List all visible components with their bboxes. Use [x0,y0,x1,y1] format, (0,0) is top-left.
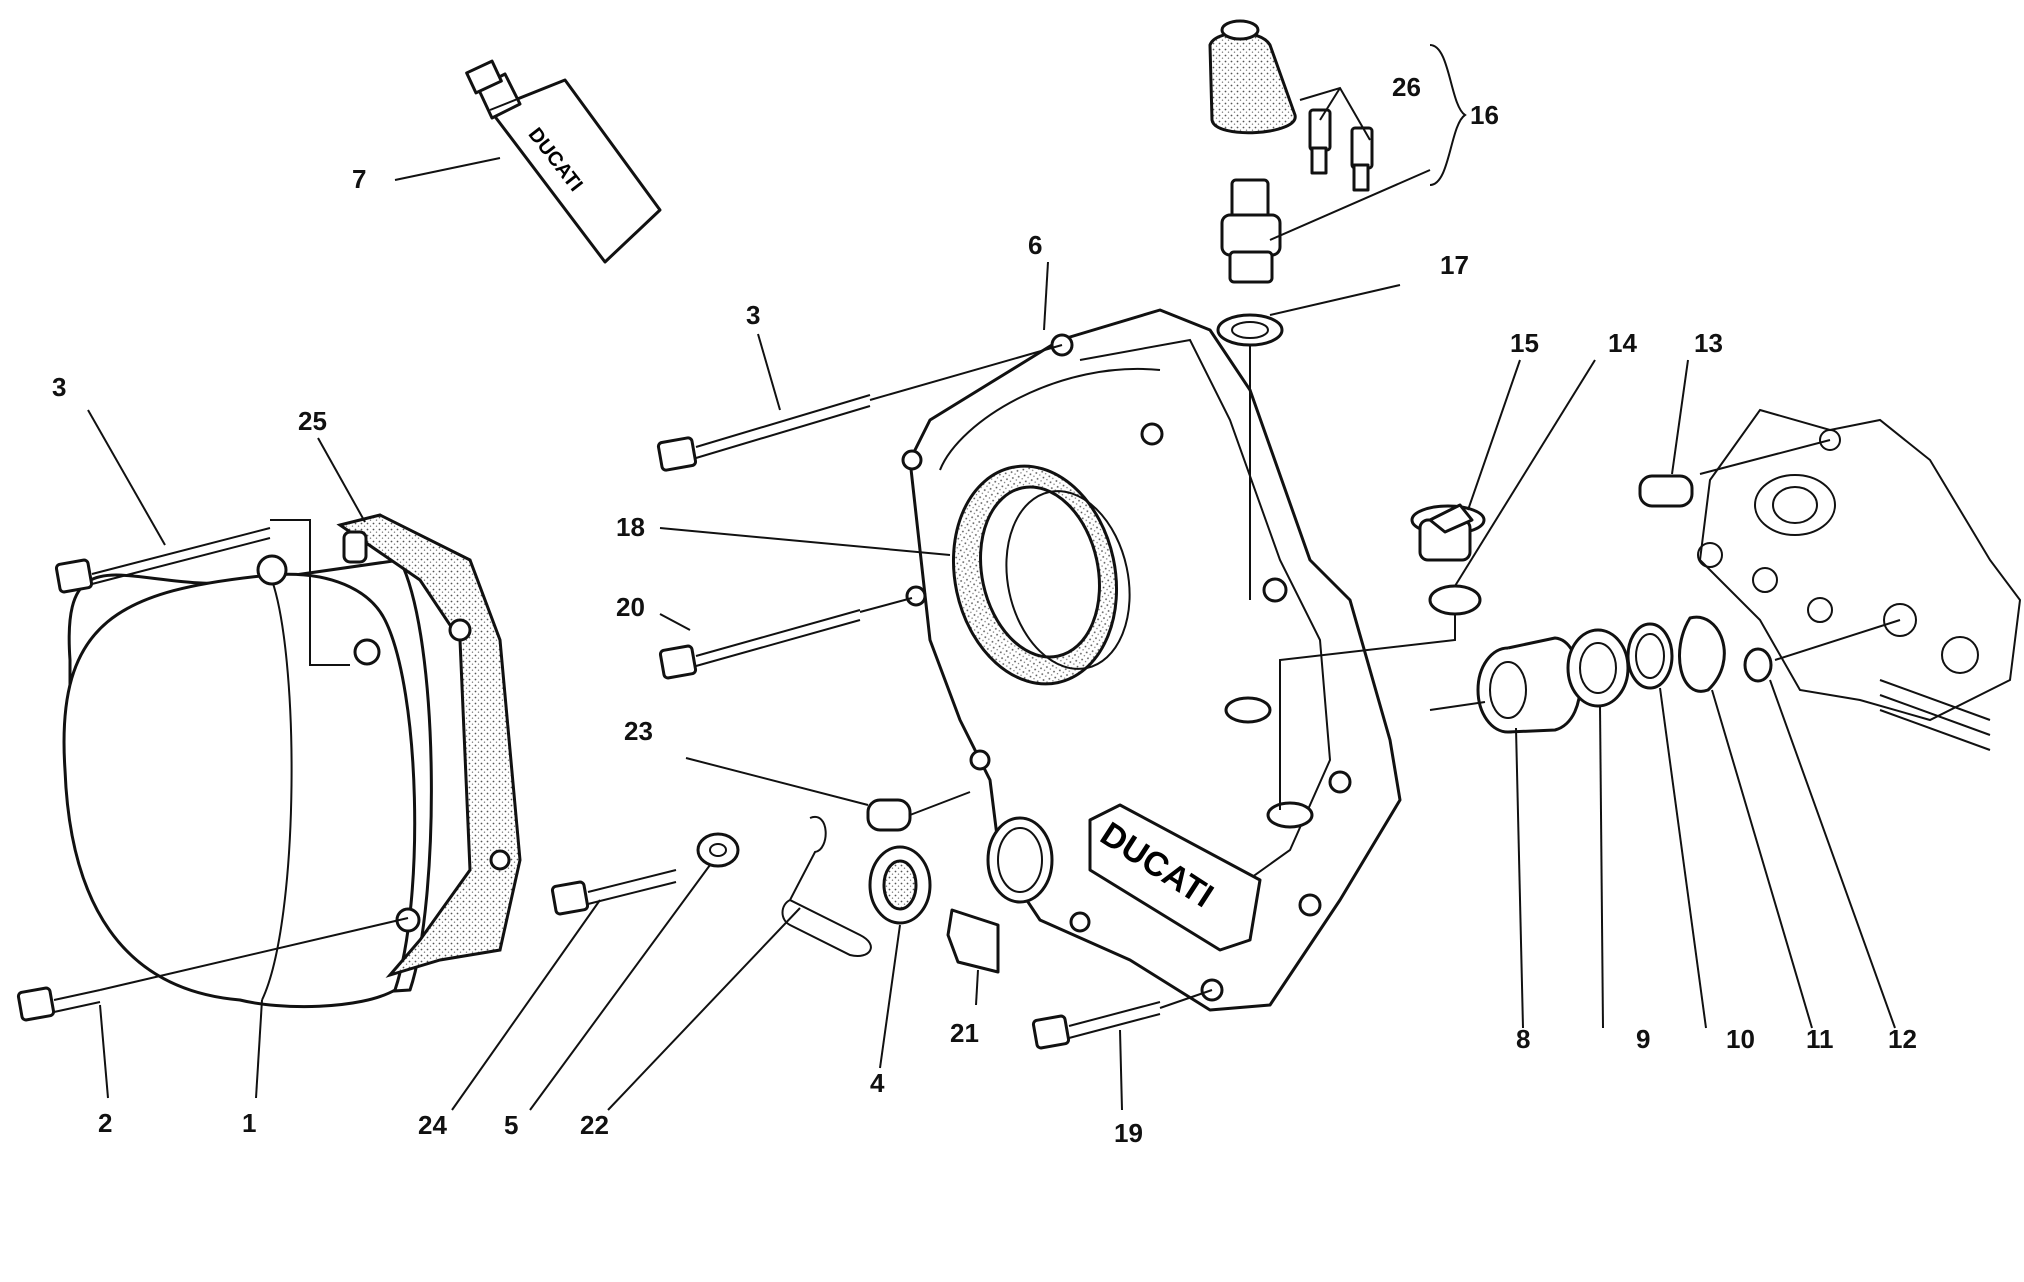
callout-25: 25 [298,406,327,436]
callout-26: 26 [1392,72,1421,102]
callout-14: 14 [1608,328,1637,358]
callout-19: 19 [1114,1118,1143,1148]
hardware [16,394,1161,1050]
callout-20: 20 [616,592,645,622]
shaft-parts [1410,474,1773,734]
callout-6: 6 [1028,230,1042,260]
callout-1: 1 [242,1108,256,1138]
callout-10: 10 [1726,1024,1755,1054]
callout-3: 3 [52,372,66,402]
callout-12: 12 [1888,1024,1917,1054]
engine-case-fragment [1697,408,2022,751]
cover-gasket [336,513,522,978]
callout-22: 22 [580,1110,609,1140]
callout-labels: 7 3 25 2 1 3 6 18 20 23 24 5 22 4 21 19 … [52,72,1917,1148]
callout-5: 5 [504,1110,518,1140]
callout-21: 21 [950,1018,979,1048]
callout-8: 8 [1516,1024,1530,1054]
callout-23: 23 [624,716,653,746]
callout-18: 18 [616,512,645,542]
sealant-tube: DUCATI [465,59,662,264]
callout-17: 17 [1440,250,1469,280]
clutch-cover [62,554,433,1009]
callout-11: 11 [1806,1024,1834,1054]
side-casing: DUCATI [901,308,1402,1012]
callout-16: 16 [1470,100,1499,130]
callout-2: 2 [98,1108,112,1138]
callout-13: 13 [1694,328,1723,358]
callout-15: 15 [1510,328,1539,358]
callout-9: 9 [1636,1024,1650,1054]
callout-4: 4 [870,1068,885,1098]
temperature-sender [1208,19,1374,347]
callout-24: 24 [418,1110,447,1140]
leader-lines [87,44,1901,1111]
callout-7: 7 [352,164,366,194]
callout-3-upper: 3 [746,300,760,330]
